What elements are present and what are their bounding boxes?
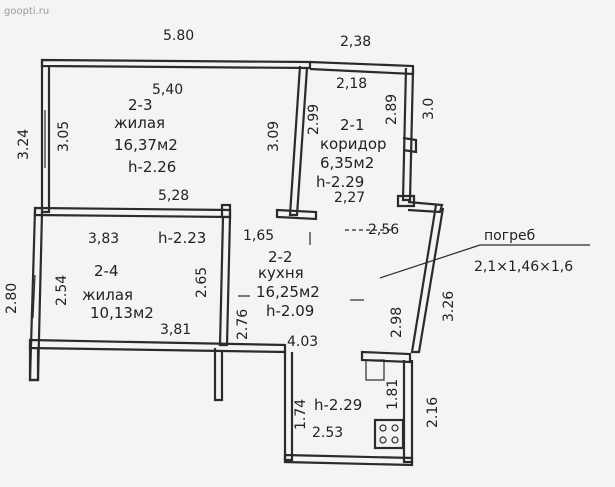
room-24-number: 2-4: [94, 262, 119, 280]
room-23-number: 2-3: [128, 96, 153, 114]
room-23-area: 16,37м2: [114, 136, 178, 154]
stove-burner-4: [391, 436, 399, 444]
wall-nook-bottom: [283, 453, 414, 467]
room-22-height: h-2.09: [266, 302, 314, 320]
wall-stub-mid: [275, 208, 318, 221]
watermark: goopti.ru: [4, 6, 49, 17]
wall-nook-left: [283, 350, 294, 462]
dim-r24-top: 3,83: [88, 231, 119, 247]
dim-r23-left: 3.05: [56, 121, 72, 152]
room-23-type: жилая: [114, 114, 165, 132]
wall-kitchen-bottom-right: [360, 350, 412, 364]
wall-corridor-jog: [402, 136, 418, 154]
dim-door-gap: 1,65: [243, 228, 274, 244]
wall-post-1: [220, 203, 232, 219]
room-24-area: 10,13м2: [90, 304, 154, 322]
wall-left-foot: [28, 345, 40, 382]
room-21-area: 6,35м2: [320, 154, 374, 172]
wall-nook-right: [402, 360, 414, 464]
stove-burner-3: [379, 436, 387, 444]
dim-r22-right-outer: 3.26: [441, 291, 457, 322]
wall-24-22: [218, 216, 232, 347]
wall-left-upper: [40, 62, 51, 214]
room-21-height: h-2.29: [316, 173, 364, 191]
dim-nook-right-outer: 2.16: [425, 397, 441, 428]
dim-r23-bottom: 5,28: [158, 188, 189, 204]
wall-23-21: [288, 65, 309, 217]
dim-r22-right-inner: 2.98: [389, 307, 405, 338]
cellar-label: погреб: [484, 228, 535, 244]
dim-r21-outer: 3.0: [421, 98, 437, 120]
window-kitchen-right: [417, 264, 427, 319]
fixture-box: [365, 359, 385, 381]
stove-burner-1: [379, 424, 387, 432]
dim-r21-right: 2.89: [384, 94, 400, 125]
cellar-leader-diag: [379, 244, 481, 279]
dim-nook-right-inner: 1.81: [385, 379, 401, 410]
room-22-type: кухня: [258, 264, 304, 282]
wall-kitchen-top-right: [407, 200, 444, 214]
cellar-size: 2,1×1,46×1,6: [474, 259, 573, 275]
room-22-area: 16,25м2: [256, 283, 320, 301]
dim-r23-right: 3.09: [266, 121, 282, 152]
stove-icon: [373, 418, 405, 450]
dim-r23-top: 5,40: [152, 82, 183, 98]
room-23-height: h-2.26: [128, 158, 176, 176]
room-21-number: 2-1: [340, 116, 365, 134]
room-22-number: 2-2: [268, 248, 293, 266]
dim-r22-left: 2.76: [235, 309, 251, 340]
dim-nook-left: 1.74: [293, 399, 309, 430]
dim-top-right: 2,38: [340, 34, 371, 50]
nook-height: h-2.29: [314, 396, 362, 414]
dim-nook-width: 2.53: [312, 425, 343, 441]
dim-r21-bottom: 2,27: [334, 190, 365, 206]
dim-r22-bottom: 4.03: [287, 334, 318, 350]
walls: [28, 58, 590, 467]
room-21-type: коридор: [320, 135, 387, 153]
room-24-height: h-2.23: [158, 229, 206, 247]
dim-top-total: 5.80: [163, 28, 194, 44]
wall-24-foot: [213, 348, 224, 402]
dim-r21-left: 2.99: [306, 104, 322, 135]
dim-r22-top: 2,56: [368, 222, 399, 238]
dim-r24-right: 2.65: [194, 267, 210, 298]
window-left-lower: [32, 274, 36, 319]
dim-outer-left-top: 3.24: [16, 129, 32, 160]
dim-r24-left: 2.54: [54, 275, 70, 306]
dim-r24-bottom: 3,81: [160, 322, 191, 338]
wall-corridor-post: [396, 194, 416, 208]
room-24-type: жилая: [82, 286, 133, 304]
dim-r21-top: 2,18: [336, 76, 367, 92]
wall-right-corridor: [401, 67, 415, 202]
dim-outer-left-bottom: 2.80: [4, 283, 20, 314]
stove-burner-2: [391, 424, 399, 432]
